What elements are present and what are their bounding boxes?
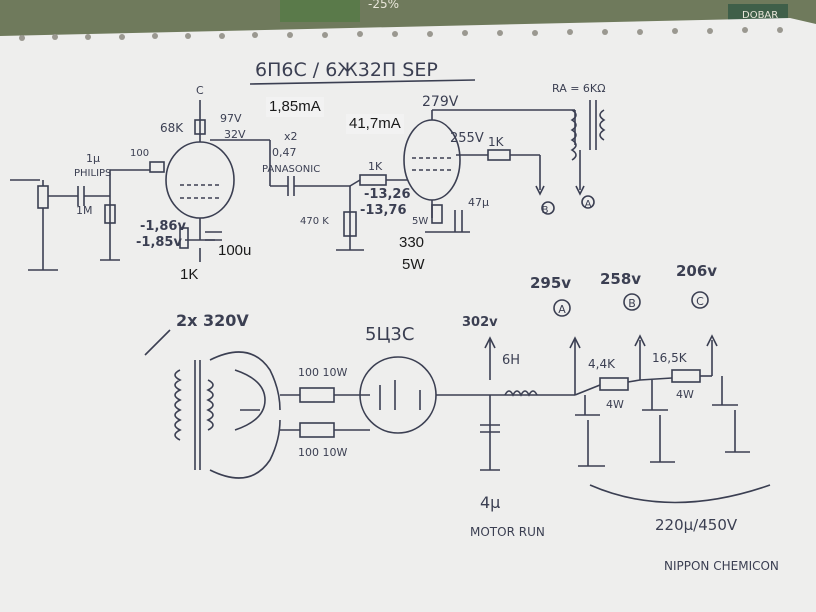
node-a-output-marker: A xyxy=(585,199,592,210)
resistor-165k-watt: 4W xyxy=(676,388,694,401)
node-b-output-marker: B xyxy=(542,205,549,216)
transformer-label: 2x 320V xyxy=(176,311,249,330)
background-scrap-text: -25% xyxy=(368,0,399,11)
first-cap-label: 4µ xyxy=(480,493,500,512)
resistor-44k-label: 4,4K xyxy=(588,357,616,371)
ps-voltage-1: 295v xyxy=(530,274,571,292)
coupling-cap-label: 0,47 xyxy=(272,146,297,159)
filter-caps-brand: NIPPON CHEMICON xyxy=(664,559,779,573)
screen-res-label: 1K xyxy=(488,135,505,149)
schematic-wiring xyxy=(10,79,771,504)
cathode-bypass-label: 47µ xyxy=(468,196,489,209)
resistor-100-b-label: 100 10W xyxy=(298,446,347,459)
resistor-165k-label: 16,5K xyxy=(652,351,688,365)
cathode-voltage-1: -1,86v xyxy=(140,219,186,234)
load-impedance-label: RA = 6KΩ xyxy=(552,82,606,95)
ps-voltage-2: 258v xyxy=(600,270,641,288)
output-current-label: 41,7mA xyxy=(346,114,404,134)
cathode-voltage-2: -1,85v xyxy=(136,235,182,250)
diagram-title: 6П6С / 6Ж32П SEP xyxy=(255,59,438,81)
screen-voltage-label: 255V xyxy=(450,131,484,146)
punch-holes xyxy=(19,27,783,41)
node-c-marker: C xyxy=(196,84,204,97)
paper-sheet xyxy=(0,18,816,612)
background-scrap-text: DOBAR xyxy=(742,10,778,21)
cathode-cap-label: 100u xyxy=(218,242,252,259)
output-cathode-watt-label: 5W xyxy=(402,256,425,273)
cathode-resistor-label: 1K xyxy=(180,266,199,283)
res-68k-label: 68K xyxy=(160,121,184,135)
voltage-32-label: 32V xyxy=(224,128,246,141)
input-cap-label: 1µ xyxy=(86,152,100,165)
first-cap-type: MOTOR RUN xyxy=(470,525,545,539)
rectifier-output-label: 302v xyxy=(462,315,498,330)
sw-label: 5W xyxy=(412,216,428,227)
bias-voltage-1: -13,26 xyxy=(364,187,411,202)
bplus-output-label: 279V xyxy=(422,94,459,110)
output-cathode-resistor-label: 330 xyxy=(399,234,425,251)
resistor-44k-watt: 4W xyxy=(606,398,624,411)
coupling-x2-label: x2 xyxy=(284,130,298,143)
voltage-97-label: 97V xyxy=(220,112,242,125)
grid-stop2-label: 1K xyxy=(368,160,383,173)
background-scrap xyxy=(280,0,360,22)
bias-voltage-2: -13,76 xyxy=(360,203,407,218)
node-a-marker: A xyxy=(558,303,566,316)
resistor-100-a-label: 100 10W xyxy=(298,366,347,379)
choke-label: 6H xyxy=(502,353,520,368)
ps-voltage-3: 206v xyxy=(676,262,717,280)
filter-caps-label: 220µ/450V xyxy=(655,516,738,534)
node-b-marker: B xyxy=(628,297,636,310)
grid-stop-label: 100 xyxy=(130,148,149,159)
pot-label: 1M xyxy=(76,204,93,217)
input-brand-label: PHILIPS xyxy=(74,168,111,179)
handwritten-labels: 6П6С / 6Ж32П SEP RA = 6KΩ 279V 255V 1K C… xyxy=(74,59,779,573)
driver-current-label: 1,85mA xyxy=(266,97,324,117)
grid-leak-label: 470 K xyxy=(300,216,329,227)
coupling-brand-label: PANASONIC xyxy=(262,164,320,175)
node-c-ps-marker: C xyxy=(696,295,704,308)
rectifier-label: 5Ц3С xyxy=(365,324,414,345)
